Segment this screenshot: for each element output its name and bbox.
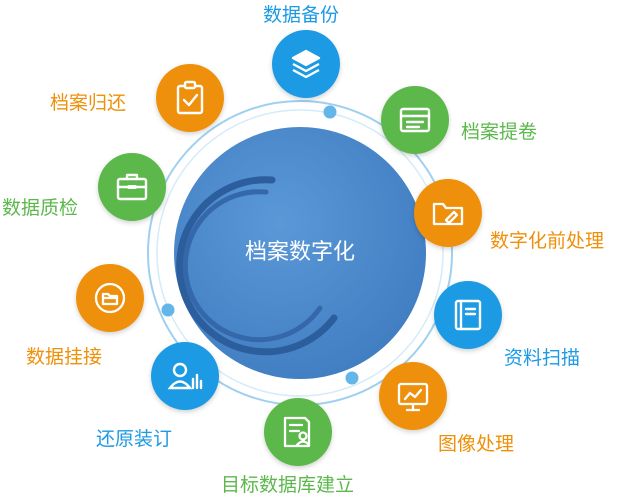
ring-dot: [345, 371, 359, 385]
label-binding: 还原装订: [96, 428, 173, 450]
node-preproc: [414, 179, 482, 247]
node-archive: [156, 64, 224, 132]
label-database: 目标数据库建立: [221, 474, 355, 496]
node-database: [264, 398, 332, 466]
center-core: [174, 127, 426, 379]
label-image: 图像处理: [438, 433, 515, 455]
node-image: [379, 362, 447, 430]
node-mount: [76, 264, 144, 332]
node-retrieve: [381, 86, 449, 154]
core-arc-inner: [182, 189, 323, 343]
briefcase-icon: [116, 173, 148, 201]
folder-link-icon: [94, 282, 126, 314]
inner-ring: [156, 109, 444, 397]
folder-edit-icon: [432, 202, 464, 226]
node-binding: [151, 342, 219, 410]
clipboard-check-icon: [176, 80, 204, 115]
label-retrieve: 档案提卷: [461, 121, 538, 143]
label-backup: 数据备份: [263, 4, 340, 26]
core-arc-outer: [176, 176, 338, 356]
node-scan: [434, 281, 502, 349]
chart-board-icon: [397, 382, 429, 412]
document-list-icon: [399, 107, 431, 133]
user-document-icon: [283, 416, 311, 448]
center-title: 档案数字化: [244, 240, 355, 265]
label-mount: 数据挂接: [26, 346, 103, 368]
label-qc: 数据质检: [2, 197, 79, 219]
ring-dot: [323, 105, 337, 119]
label-archive: 档案归还: [50, 92, 127, 114]
user-stats-icon: [167, 362, 203, 390]
node-backup: [272, 30, 340, 98]
label-preproc: 数字化前处理: [490, 230, 605, 252]
book-icon: [454, 299, 482, 331]
node-qc: [98, 153, 166, 221]
label-scan: 资料扫描: [504, 347, 581, 369]
layers-icon: [291, 49, 321, 79]
ring-dot: [161, 303, 175, 317]
